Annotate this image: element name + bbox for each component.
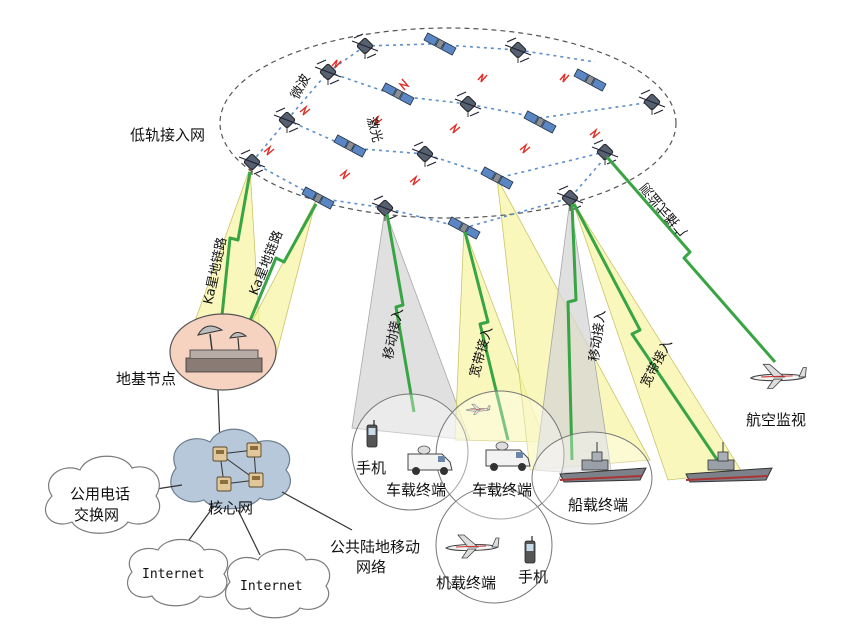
plmn-label-line-2: 网络 (356, 558, 386, 576)
pstn-cloud (45, 455, 161, 534)
laser-label: 激光 (363, 115, 384, 144)
satellite-icon (371, 195, 399, 222)
satellite-icon (556, 185, 584, 212)
ground-station-label: 地基节点 (116, 370, 176, 388)
adsb-link-label: 广播式监测 (638, 180, 691, 239)
coverage-area (351, 393, 469, 511)
laser-link (371, 114, 383, 126)
internet-label-2: Internet (240, 579, 303, 594)
ground-station (169, 313, 277, 391)
internet-cloud-2 (224, 549, 331, 619)
laser-link (559, 73, 570, 83)
router-icon (216, 476, 232, 492)
satellite-icon (273, 107, 301, 134)
internet-label-1: Internet (142, 567, 205, 582)
dish-antenna-icon (197, 325, 248, 351)
adsb-monitoring-link (605, 156, 777, 363)
leo-network-label: 低轨接入网 (130, 126, 205, 144)
ka-feeder-link-1 (218, 171, 252, 336)
plmn-label-line-1: 公共陆地移动 (330, 538, 420, 556)
router-icon (246, 442, 262, 458)
ship-terminal-label: 船载终端 (568, 496, 628, 514)
mobile-access-link-ship (566, 203, 578, 461)
core-network-label: 核心网 (208, 499, 253, 517)
router-icon (248, 472, 264, 488)
vehicle-terminal-label-2: 车载终端 (472, 481, 532, 499)
airplane-icon (750, 363, 807, 390)
laser-link (398, 78, 410, 91)
satellite-icon (480, 166, 514, 190)
microwave-link (327, 71, 653, 119)
phone-label-1: 手机 (356, 459, 386, 477)
pstn-label-line-1: 公用电话 (70, 485, 130, 503)
microwave-label: 微波 (288, 72, 313, 102)
mobile-access-link-vehicle (385, 213, 416, 413)
satellite-icon (381, 82, 415, 106)
satellite-icon (454, 91, 482, 118)
laser-link (331, 59, 342, 69)
microwave-link (251, 119, 288, 163)
inter-satellite-links (251, 43, 653, 229)
satellite-icon (638, 89, 666, 116)
laser-link (263, 144, 275, 156)
broadband-access-link-vehicle (463, 231, 510, 441)
satellite-icon (523, 110, 557, 134)
coverage-beams (189, 167, 743, 481)
phone-label-2: 手机 (518, 568, 548, 586)
microwave-link (364, 43, 596, 63)
satellite-icon (238, 149, 266, 176)
ka-feeder-link-2 (240, 203, 318, 341)
laser-link (339, 168, 351, 180)
laser-link (409, 174, 421, 186)
laser-link (449, 122, 461, 134)
microwave-link (286, 119, 606, 179)
satellite-icon (333, 134, 367, 158)
router-icon (212, 446, 228, 462)
mobile-beam-vehicle (351, 209, 471, 441)
microwave-link (251, 151, 611, 229)
laser-link (299, 104, 311, 116)
space-ground-links (218, 156, 777, 465)
laser-link (519, 142, 531, 154)
satellite-icon (411, 141, 439, 168)
satellite-icon (573, 68, 607, 92)
aviation-surveillance-label: 航空监视 (746, 411, 806, 429)
pstn-label-line-2: 交换网 (74, 506, 119, 524)
leo-orbit-ring (219, 27, 677, 219)
core-network-cloud (170, 428, 292, 510)
vehicle-terminal-label-1: 车载终端 (386, 481, 446, 499)
airborne-terminal-label: 机载终端 (436, 574, 496, 592)
broadband-access-link-ship (572, 203, 722, 465)
satellite-icon (504, 37, 532, 64)
laser-link (477, 73, 488, 83)
laser-link (589, 127, 601, 139)
satellites (238, 32, 666, 240)
internet-cloud-1 (126, 538, 229, 607)
satellite-icon (314, 59, 342, 86)
mobile-access-label-2: 移动接入 (586, 309, 609, 363)
satellite-icon (591, 139, 619, 166)
